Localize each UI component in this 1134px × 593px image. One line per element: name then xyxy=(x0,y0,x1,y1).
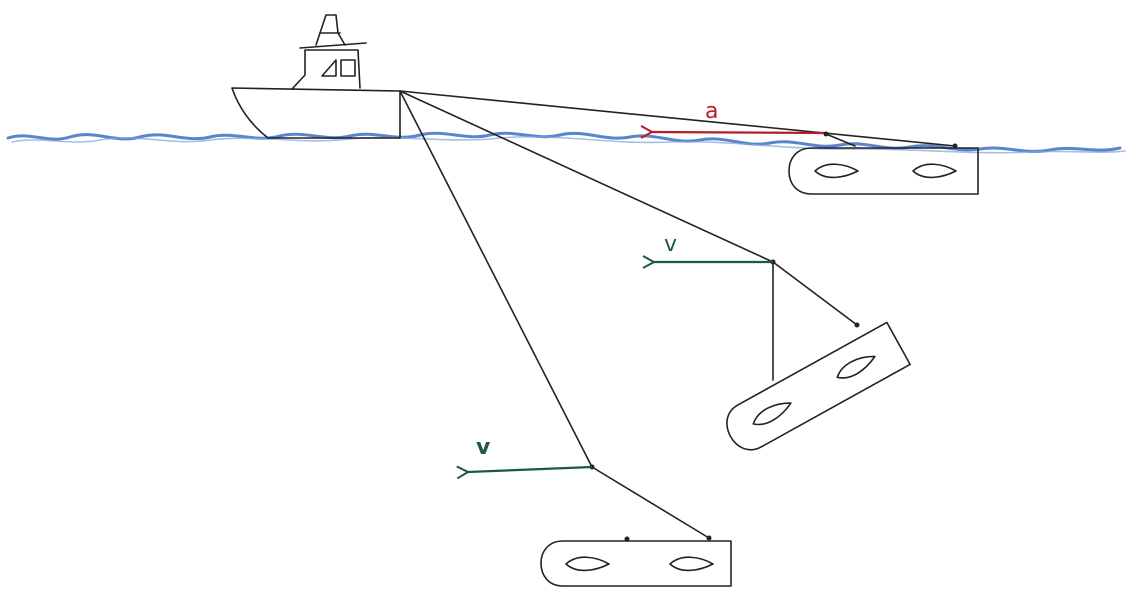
float-middle xyxy=(726,259,911,451)
foil-1-surface xyxy=(814,163,859,179)
velocity-label-middle: v xyxy=(664,232,677,257)
water-surface xyxy=(6,131,1126,154)
boat-roof xyxy=(299,42,367,49)
velocity-label-lower: v xyxy=(476,435,491,460)
float-lower xyxy=(540,464,732,587)
foil-1-middle xyxy=(752,402,792,426)
acceleration-label: a xyxy=(705,99,718,124)
foil-2-surface xyxy=(912,163,957,179)
boat-window-square xyxy=(340,59,356,77)
tow-lines xyxy=(399,90,956,468)
float-body-lower xyxy=(540,540,732,587)
float-body-middle xyxy=(726,321,911,451)
bridle-lower-1 xyxy=(591,466,710,539)
bridle-node-lower-3 xyxy=(706,535,712,541)
water-line-shadow xyxy=(11,136,1126,154)
boat-hull xyxy=(231,87,401,139)
velocity-arrow-middle: v xyxy=(654,232,773,262)
tow-line-middle xyxy=(399,90,774,263)
boat-cabin xyxy=(291,49,361,90)
boat-mast xyxy=(315,14,346,46)
velocity-arrow-lower-line xyxy=(468,467,593,472)
float-surface xyxy=(788,131,979,195)
acceleration-arrow-line xyxy=(652,132,825,133)
boat-window-triangle xyxy=(321,59,337,77)
velocity-arrow-lower: v xyxy=(468,435,593,472)
tow-line-lower xyxy=(399,90,593,468)
bridle-node-middle-2 xyxy=(854,322,860,328)
foil-2-middle xyxy=(836,355,876,379)
tow-line-surface xyxy=(399,90,956,147)
float-body-surface xyxy=(788,147,979,195)
bridle-node-surface xyxy=(823,131,829,137)
boat-drawing xyxy=(231,14,401,139)
foil-1-lower xyxy=(565,556,610,572)
acceleration-arrow: a xyxy=(652,99,825,133)
bridle-middle-1 xyxy=(772,261,858,326)
foil-2-lower xyxy=(669,556,714,572)
water-line xyxy=(6,131,1122,153)
bridle-surface xyxy=(825,133,856,147)
